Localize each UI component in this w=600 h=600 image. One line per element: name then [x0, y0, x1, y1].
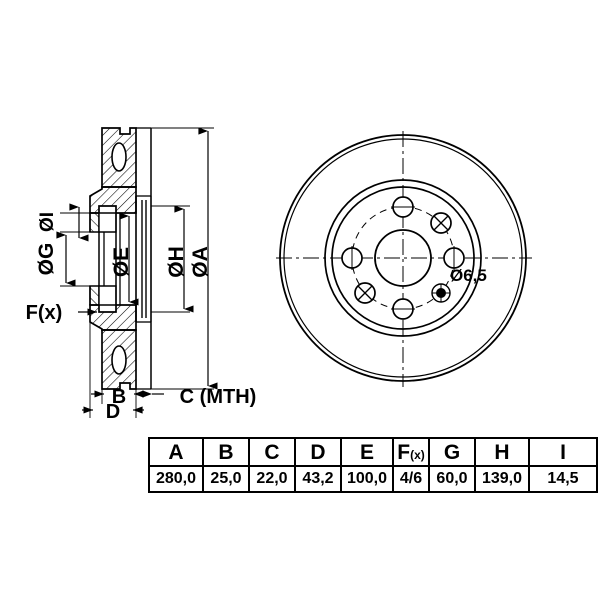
table-value-row: 280,0 25,0 22,0 43,2 100,0 4/6 60,0 139,… — [150, 467, 596, 491]
dimension-G: ØG — [35, 231, 99, 287]
alt-bolt-hole-upper-right — [430, 212, 452, 234]
pin-hole-6-5: Ø6,5 — [431, 266, 487, 303]
hub-flange-upper-section — [89, 212, 117, 233]
table-header-g: G — [430, 439, 474, 465]
table-value-i: 14,5 — [530, 467, 596, 491]
disc-vent-profile-lines — [135, 127, 152, 390]
dimension-H: ØH — [151, 205, 194, 313]
table-value-b: 25,0 — [204, 467, 248, 491]
table-header-h: H — [476, 439, 528, 465]
dimension-F: F(x) — [26, 302, 97, 324]
disc-outer-edge — [279, 134, 527, 382]
table-value-h: 139,0 — [476, 467, 528, 491]
dimension-label-F: F(x) — [26, 302, 63, 324]
disc-ring-lower-section — [101, 329, 137, 390]
dimension-C: C (MTH) — [142, 386, 257, 408]
cross-section-view: ØA ØH ØE ØG — [26, 127, 257, 423]
bolt-hole-bottom — [391, 298, 415, 320]
dimension-label-D: D — [106, 401, 120, 423]
disc-outer-edge-inner — [283, 138, 523, 378]
hat-outer-circle — [324, 179, 482, 337]
table-header-f-sub: (x) — [410, 447, 425, 462]
vent-hole-lower — [111, 345, 127, 375]
table-value-c: 22,0 — [250, 467, 294, 491]
hub-hat-lower-section — [89, 304, 137, 331]
bolt-hole-top — [391, 196, 415, 218]
alt-bolt-hole-lower-left — [354, 282, 376, 304]
hub-bore-circle — [374, 229, 432, 287]
vent-hole-upper — [111, 142, 127, 172]
table-header-b: B — [204, 439, 248, 465]
table-header-row: A B C D E F(x) G H I — [150, 439, 596, 465]
disc-ring-upper-section — [101, 127, 137, 188]
bolt-hole-right — [443, 246, 465, 270]
table-header-f: F(x) — [394, 439, 428, 465]
front-face-view: Ø6,5 — [276, 131, 532, 387]
table-header-f-main: F — [397, 440, 411, 464]
dimension-D: D — [82, 305, 144, 423]
specification-table: A B C D E F(x) G H I 280,0 25,0 22,0 43,… — [148, 437, 598, 493]
dimension-label-G: ØG — [35, 243, 58, 276]
dimension-label-A: ØA — [189, 246, 212, 278]
hub-hat-upper-section — [89, 186, 137, 214]
table-header-i: I — [530, 439, 596, 465]
table-value-d: 43,2 — [296, 467, 340, 491]
table-value-e: 100,0 — [342, 467, 392, 491]
table-header-d: D — [296, 439, 340, 465]
pin-hole-callout-label: Ø6,5 — [450, 266, 487, 285]
table-header-c: C — [250, 439, 294, 465]
dimension-I: ØI — [37, 203, 99, 242]
dimension-label-B: B — [112, 386, 126, 408]
table-value-a: 280,0 — [150, 467, 202, 491]
hub-flange-lower-section — [89, 285, 117, 306]
dimension-label-C: C (MTH) — [180, 386, 257, 408]
table-header-e: E — [342, 439, 392, 465]
dimension-label-I: ØI — [37, 212, 58, 232]
table-header-a: A — [150, 439, 202, 465]
table-value-f: 4/6 — [394, 467, 428, 491]
hat-inner-circle — [331, 186, 475, 330]
dimension-label-E: ØE — [110, 247, 133, 277]
table-value-g: 60,0 — [430, 467, 474, 491]
bolt-hole-left — [341, 246, 363, 270]
dimension-label-H: ØH — [165, 246, 188, 278]
dimension-E: ØE — [104, 212, 139, 306]
